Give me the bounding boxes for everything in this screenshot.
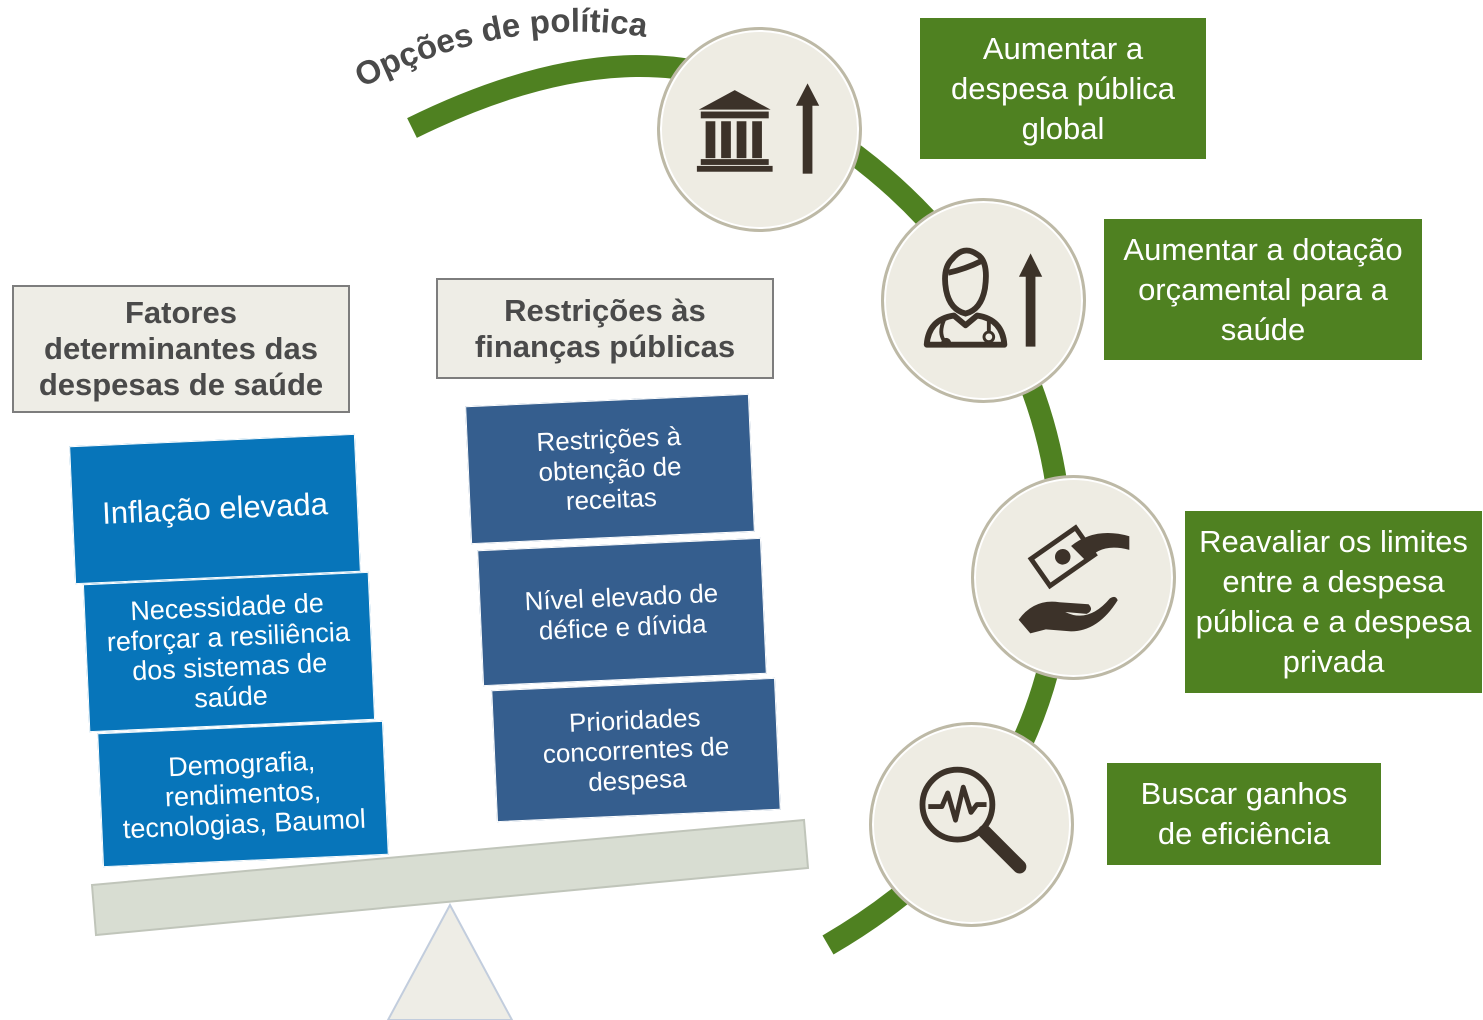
balance-plank xyxy=(90,818,810,937)
determinant-card-label: Inflação elevada xyxy=(101,486,329,531)
option-3-label: Reavaliar os limites entre a despesa púb… xyxy=(1195,524,1472,679)
determinant-card-label: Demografia, rendimentos, tecnologias, Ba… xyxy=(122,745,367,845)
doctor-up-arrow-icon xyxy=(923,247,1043,348)
constraint-card-label: Nível elevado de défice e dívida xyxy=(523,577,719,646)
option-4-box: Buscar ganhos de eficiência xyxy=(1107,763,1381,865)
determinant-card-inflation: Inflação elevada xyxy=(69,433,361,585)
determinants-header-label: Fatores determinantes das despesas de sa… xyxy=(38,295,324,402)
option-2-label: Aumentar a dotação orçamental para a saú… xyxy=(1123,231,1403,347)
option-1-box: Aumentar a despesa pública global xyxy=(920,18,1206,159)
magnifier-pulse-icon xyxy=(919,766,1027,874)
constraint-card-revenue: Restrições à obtenção de receitas xyxy=(465,393,755,545)
option-4-label: Buscar ganhos de eficiência xyxy=(1140,776,1348,851)
option-2-box: Aumentar a dotação orçamental para a saú… xyxy=(1104,219,1422,360)
determinant-card-demography: Demografia, rendimentos, tecnologias, Ba… xyxy=(97,720,389,868)
constraint-card-priorities: Prioridades concorrentes de despesa xyxy=(491,677,781,823)
determinant-card-label: Necessidade de reforçar a resiliência do… xyxy=(106,587,351,714)
constraint-card-deficit: Nível elevado de défice e dívida xyxy=(477,537,767,687)
option-3-box: Reavaliar os limites entre a despesa púb… xyxy=(1185,511,1482,693)
option-4-circle xyxy=(869,722,1074,927)
option-1-circle xyxy=(657,27,862,232)
option-3-circle xyxy=(971,475,1176,680)
constraint-card-label: Prioridades concorrentes de despesa xyxy=(542,702,730,798)
constraints-header: Restrições às finanças públicas xyxy=(436,278,774,379)
option-2-circle xyxy=(881,198,1086,403)
government-building-up-arrow-icon xyxy=(696,83,820,174)
option-1-label: Aumentar a despesa pública global xyxy=(950,30,1176,146)
money-hands-icon xyxy=(1018,524,1130,634)
constraint-card-label: Restrições à obtenção de receitas xyxy=(535,420,683,516)
constraints-header-label: Restrições às finanças públicas xyxy=(474,292,736,364)
balance-fulcrum xyxy=(386,902,514,1020)
determinant-card-resilience: Necessidade de reforçar a resiliência do… xyxy=(82,571,376,733)
determinants-header: Fatores determinantes das despesas de sa… xyxy=(12,285,350,413)
